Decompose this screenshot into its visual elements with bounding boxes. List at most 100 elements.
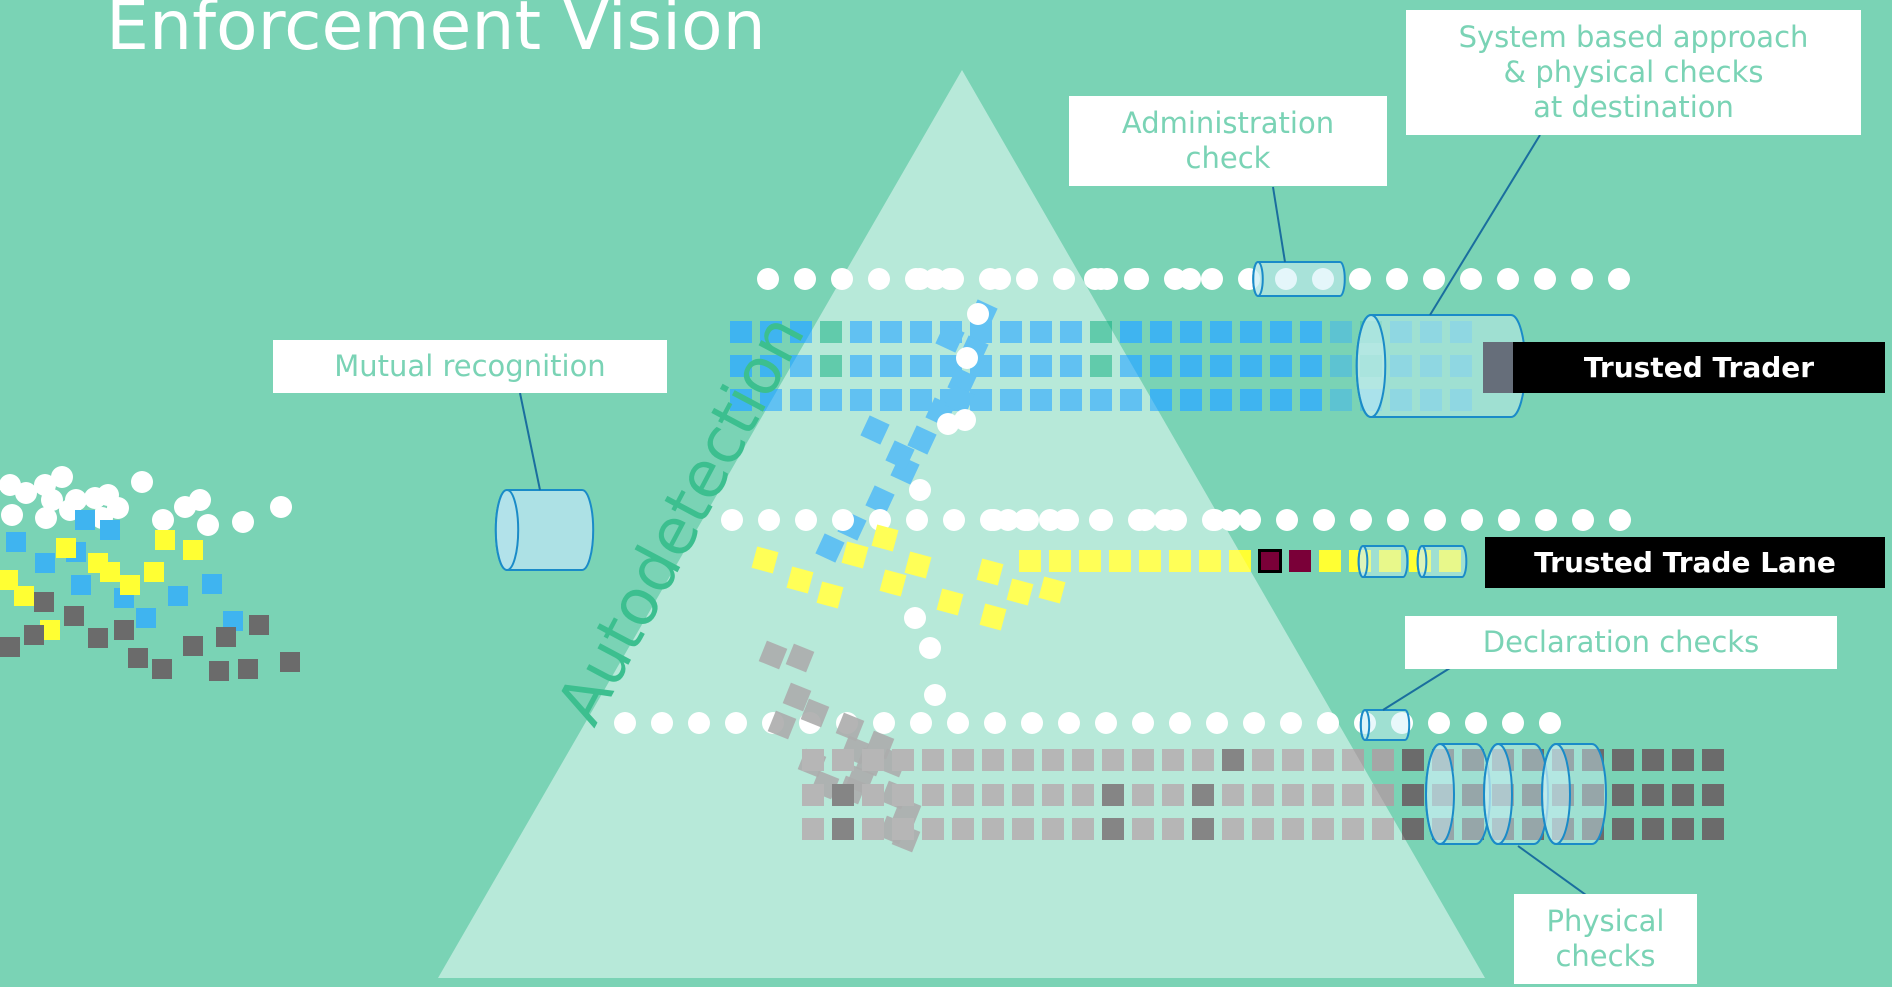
white-dot [1608,268,1630,290]
white-dot [1021,712,1043,734]
goods-square [865,485,895,515]
callout-lines [519,134,1587,896]
white-dot [1502,712,1524,734]
goods-square [1282,818,1304,840]
goods-square [832,818,854,840]
goods-square [1312,749,1334,771]
white-dot [1179,268,1201,290]
cylinder-body [1252,261,1346,297]
goods-square [64,606,84,626]
goods-square [1672,818,1694,840]
physical-checks-callout [1517,845,1587,896]
white-dot [1424,509,1446,531]
goods-square [1349,550,1371,572]
triangle-glaze [438,70,1485,978]
goods-square [1019,550,1041,572]
white-dot [1134,509,1156,531]
goods-square [1582,749,1604,771]
white-dot [1317,712,1339,734]
goods-square [860,415,890,445]
goods-square [952,784,974,806]
goods-square [1282,784,1304,806]
goods-square [1132,818,1154,840]
goods-square [1102,749,1124,771]
goods-square [1612,749,1634,771]
goods-square [892,784,914,806]
cylinder-face [1357,545,1369,578]
goods-square [144,562,164,582]
white-dot [1387,509,1409,531]
goods-square [1072,749,1094,771]
white-dot [1609,509,1631,531]
goods-square [730,389,752,411]
white-dot [937,413,959,435]
goods-square [1270,389,1292,411]
goods-square [71,575,91,595]
goods-square [1522,784,1544,806]
goods-square [1702,784,1724,806]
white-dot [1498,509,1520,531]
white-dot [107,497,129,519]
goods-square [1289,550,1311,572]
goods-square [1060,355,1082,377]
goods-square [1342,749,1364,771]
goods-square [1522,818,1544,840]
white-dot [997,509,1019,531]
goods-square [850,389,872,411]
goods-square [1192,818,1214,840]
white-dot [1572,509,1594,531]
goods-square [1090,389,1112,411]
goods-square [1252,818,1274,840]
goods-square [1642,818,1664,840]
goods-square [88,553,108,573]
admin-check-callout [1272,186,1286,263]
white-dot [1095,712,1117,734]
goods-square [802,749,824,771]
goods-square [760,321,782,343]
goods-square [128,648,148,668]
goods-square [1000,389,1022,411]
goods-square [982,749,1004,771]
goods-square [1240,321,1262,343]
goods-square [751,546,779,574]
white-dot [1096,268,1118,290]
goods-square [1102,818,1124,840]
goods-square [1006,578,1034,606]
goods-square [982,818,1004,840]
goods-square [1150,321,1172,343]
goods-square [922,818,944,840]
cylinder-face [1252,261,1264,297]
goods-square [1222,818,1244,840]
goods-square [815,533,845,563]
goods-square [1000,321,1022,343]
cylinder-face [1541,743,1571,845]
goods-square [885,440,915,470]
goods-square [1522,749,1544,771]
white-dot [1201,268,1223,290]
goods-square [1360,389,1382,411]
goods-square [871,524,899,552]
goods-square [1702,818,1724,840]
goods-square [280,652,300,672]
white-dot [1571,268,1593,290]
goods-square [1222,749,1244,771]
goods-square [1612,784,1634,806]
white-dot [910,712,932,734]
white-dot [232,511,254,533]
goods-square [802,784,824,806]
white-dot [1497,268,1519,290]
goods-square [892,749,914,771]
white-dot [909,479,931,501]
goods-square [922,784,944,806]
white-dot [721,509,743,531]
trade-lane-cylinder-1 [1357,545,1409,578]
goods-square [1702,749,1724,771]
goods-square [1012,749,1034,771]
white-dot [868,268,890,290]
goods-square [1222,784,1244,806]
goods-square [970,389,992,411]
goods-square [1030,389,1052,411]
white-dot [1058,712,1080,734]
goods-square [1049,550,1071,572]
mutual-recognition-cylinder [494,489,595,571]
